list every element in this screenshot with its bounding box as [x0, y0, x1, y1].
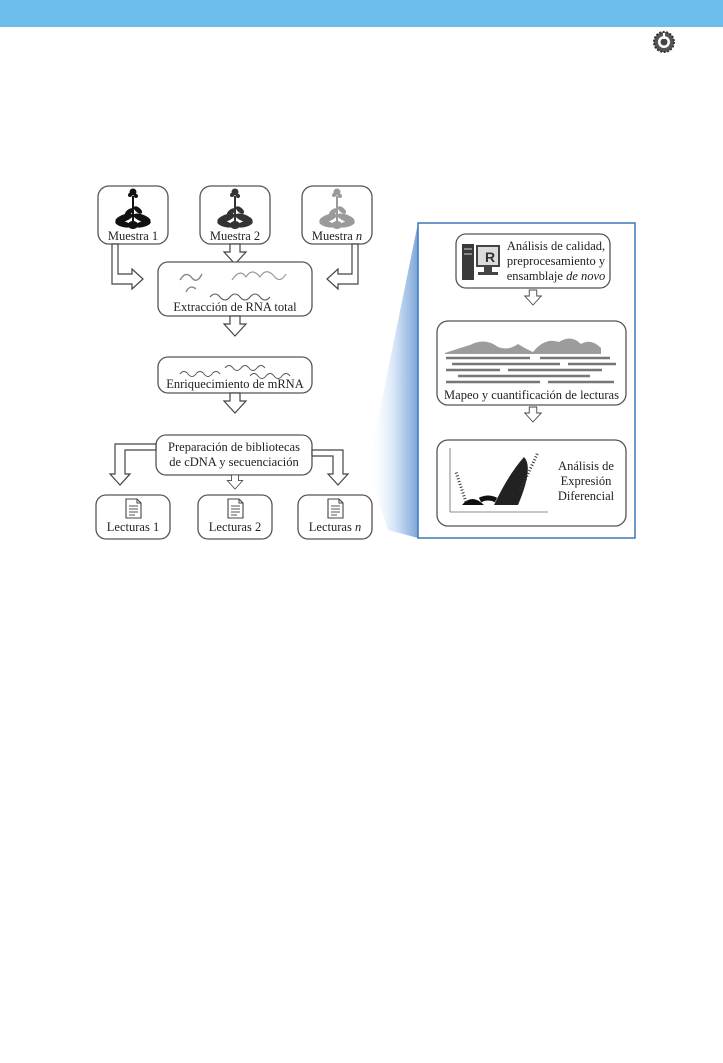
sample-label-1: Muestra 1 [107, 229, 159, 243]
document-icon [125, 498, 142, 519]
header-bar [0, 0, 723, 27]
quality-label-line2: preprocesamiento y [506, 254, 606, 268]
down-arrow [226, 474, 244, 490]
reads-label-1: Lecturas 1 [106, 520, 160, 534]
reads-label-2: Lecturas 2 [208, 520, 262, 534]
library-label-line1: Preparación de bibliotecas [168, 440, 300, 454]
reads-label-n: Lecturas n [308, 520, 362, 534]
de-label-line2: Expresión [560, 474, 612, 488]
computer-icon [462, 244, 500, 280]
sample-label-2: Muestra 2 [209, 229, 261, 243]
r-logo: R [484, 249, 496, 265]
elbow-arrow-left [111, 243, 144, 291]
quality-label-line1: Análisis de calidad, [506, 239, 606, 253]
down-arrow [223, 315, 247, 337]
library-label-line2: de cDNA y secuenciación [169, 455, 299, 469]
elbow-arrow-down-right [311, 449, 350, 486]
document-icon [227, 498, 244, 519]
elbow-arrow-down-left [108, 443, 157, 486]
sample-box-n [301, 185, 373, 245]
zoom-fan [368, 223, 418, 538]
de-label-line1: Análisis de [558, 459, 614, 473]
sample-label-n: Muestra n [311, 229, 363, 243]
volcano-plot-icon [449, 448, 548, 513]
extraction-box [157, 261, 313, 317]
reads-box-1 [95, 494, 171, 540]
document-icon [327, 498, 344, 519]
mapping-box [436, 320, 627, 406]
down-arrow [223, 243, 247, 265]
reads-box-n [297, 494, 373, 540]
differential-box [436, 439, 627, 527]
down-arrow [223, 392, 247, 414]
sample-box-1 [97, 185, 169, 245]
de-label-line3: Diferencial [557, 489, 615, 503]
elbow-arrow-right [326, 243, 359, 291]
enrichment-label: Enriquecimiento de mRNA [166, 377, 304, 391]
gear-seal-icon [653, 31, 675, 53]
extraction-label: Extracción de RNA total [173, 300, 297, 314]
quality-box [455, 233, 611, 289]
reads-box-2 [197, 494, 273, 540]
mapping-label: Mapeo y cuantificación de lecturas [444, 388, 619, 402]
quality-label-line3: ensamblaje de novo [506, 269, 606, 283]
